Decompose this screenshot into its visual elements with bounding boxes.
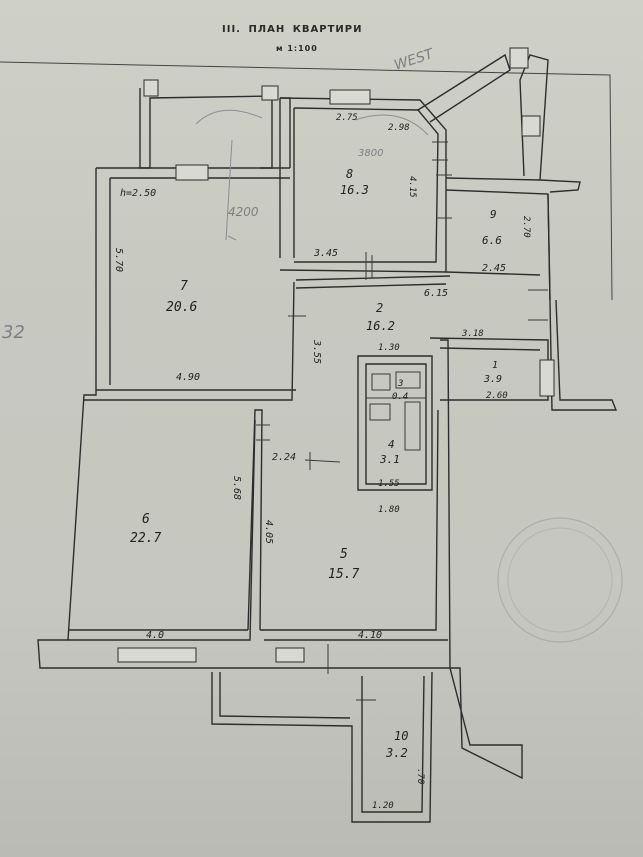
room-8-number: 8 (346, 167, 353, 181)
dim-1-80: 1.80 (378, 505, 400, 515)
dim-2-98: 2.98 (388, 123, 410, 133)
room-3-number: 3 (397, 379, 403, 389)
dim-2-75: 2.75 (336, 113, 358, 123)
dim-0-70: .70 (415, 768, 425, 784)
pencil-note-3800: 3800 (358, 148, 383, 159)
dim-1-55: 1.55 (378, 479, 400, 489)
pencil-marks (195, 109, 623, 643)
plan-title: III. ПЛАН КВАРТИРИ (222, 24, 363, 35)
pencil-notes: 4200 WEST 32 3800 (2, 46, 437, 343)
room-1-area: 3.9 (483, 374, 502, 385)
sheet-frame-line (0, 61, 613, 301)
dim-4-05: 4.05 (263, 520, 274, 544)
dim-4-90: 4.90 (176, 372, 200, 383)
dim-2-24: 2.24 (272, 452, 296, 463)
room-2-number: 2 (376, 301, 383, 315)
pencil-note-west: WEST (392, 46, 436, 74)
room-6-number: 6 (142, 512, 150, 527)
dim-2-70: 2.70 (521, 216, 531, 238)
room-9-area: 6.6 (482, 234, 502, 247)
room-7-number: 7 (180, 279, 188, 294)
room-5-number: 5 (340, 547, 348, 562)
pencil-note-4200: 4200 (228, 205, 259, 219)
dim-4-15: 4.15 (407, 176, 417, 198)
room-5-area: 15.7 (328, 567, 359, 582)
dim-6-15: 6.15 (424, 288, 448, 299)
room-4-area: 3.1 (379, 453, 400, 466)
dim-2-60: 2.60 (486, 391, 508, 401)
dimension-labels: h=2.50 5.70 4.90 3.55 3.45 2.75 2.98 4.1… (113, 113, 531, 811)
pencil-note-32: 32 (2, 322, 25, 343)
room-9-number: 9 (490, 208, 497, 221)
room-10-number: 10 (394, 729, 408, 743)
room-8-area: 16.3 (340, 183, 369, 197)
room-4-number: 4 (388, 438, 395, 451)
dim-1-30: 1.30 (378, 343, 400, 353)
ceiling-height: h=2.50 (120, 188, 156, 199)
room-labels: 7 20.6 8 16.3 9 6.6 2 16.2 1 3.9 3 0.4 4… (130, 167, 502, 760)
dim-1-20: 1.20 (372, 801, 394, 811)
room-1-number: 1 (492, 360, 498, 371)
room-2-area: 16.2 (366, 319, 395, 333)
dim-2-45: 2.45 (482, 263, 506, 274)
plan-scale: м 1:100 (276, 44, 318, 53)
dim-3-45: 3.45 (313, 248, 338, 259)
dim-4-10: 4.10 (358, 630, 382, 641)
dim-5-70: 5.70 (113, 248, 124, 272)
room-10-area: 3.2 (385, 746, 408, 760)
dim-3-55: 3.55 (311, 339, 322, 364)
outer-walls (37, 47, 618, 823)
room-6-area: 22.7 (130, 531, 161, 546)
dim-3-18: 3.18 (461, 329, 484, 339)
dim-5-68: 5.68 (231, 476, 242, 500)
room-3-area: 0.4 (392, 392, 408, 402)
room-7-area: 20.6 (166, 300, 197, 315)
dim-4-0: 4.0 (146, 630, 164, 641)
